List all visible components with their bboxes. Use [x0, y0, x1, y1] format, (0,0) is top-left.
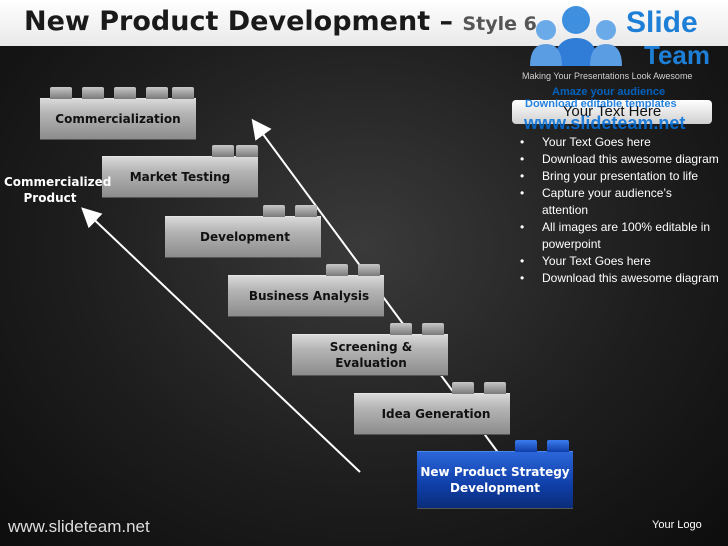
bullet-item: Download this awesome diagram	[520, 151, 720, 168]
step-label: Market Testing	[129, 170, 231, 184]
footer-url: www.slideteam.net	[8, 517, 150, 536]
text-box-heading: Your Text Here	[562, 103, 662, 120]
step-label: Business Analysis	[248, 289, 370, 303]
brick-development: Development	[165, 205, 321, 257]
step-label: Screening & Evaluation	[329, 340, 413, 370]
logo-word-slide: Slide	[626, 6, 698, 39]
bullet-list: Your Text Goes here Download this awesom…	[520, 134, 720, 287]
title-main: New Product Development –	[24, 6, 454, 37]
bullet-item: Capture your audience’s attention	[520, 185, 720, 219]
bullet-item: Your Text Goes here	[520, 134, 720, 151]
your-logo-placeholder: Your Logo	[652, 519, 702, 531]
title-style: Style 6	[462, 13, 537, 35]
logo-word-team: Team	[644, 40, 710, 70]
bullet-item: All images are 100% editable in powerpoi…	[520, 219, 720, 253]
watermark-url: www.slideteam.net	[524, 113, 686, 133]
brick-market-testing: Market Testing	[102, 145, 258, 197]
step-label: Development	[200, 230, 290, 244]
watermark-line2: Download editable templates	[525, 98, 677, 110]
bullet-item: Your Text Goes here	[520, 253, 720, 270]
brick-business-analysis: Business Analysis	[228, 264, 384, 316]
people-icon	[530, 6, 622, 66]
commercialized-product-label: Commercialized Product	[4, 175, 112, 205]
text-box: Your Text Here	[512, 100, 712, 124]
step-label: New Product Strategy Development	[420, 465, 570, 495]
slide-title: New Product Development – Style 6	[24, 6, 537, 37]
step-label: Idea Generation	[381, 407, 491, 421]
brick-commercialization: Commercialization	[40, 87, 196, 139]
brick-screening-evaluation: Screening & Evaluation	[292, 323, 448, 375]
bullet-item: Bring your presentation to life	[520, 168, 720, 185]
logo-tagline: Making Your Presentations Look Awesome	[522, 71, 693, 81]
bullet-item: Download this awesome diagram	[520, 270, 720, 287]
slideteam-logo: Slide Team	[518, 2, 728, 84]
lower-arrow	[81, 207, 361, 473]
watermark-line1: Amaze your audience	[552, 86, 666, 98]
brick-idea-generation: Idea Generation	[354, 382, 510, 434]
step-label: Commercialization	[55, 112, 181, 126]
brick-new-product-strategy: New Product Strategy Development	[417, 440, 573, 508]
